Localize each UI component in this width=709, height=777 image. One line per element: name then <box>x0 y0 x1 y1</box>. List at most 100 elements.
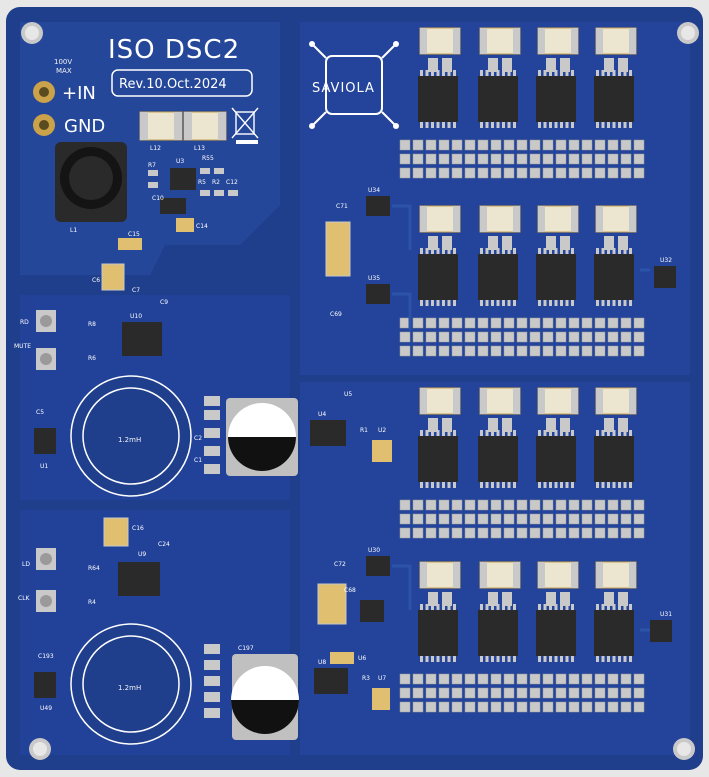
ic-u31 <box>650 620 672 642</box>
refdes-u31: U31 <box>660 611 672 618</box>
pin-in-label: +IN <box>62 83 96 104</box>
inductor-1-value: 1.2mH <box>118 436 141 444</box>
toroid-inductor-2 <box>70 623 192 745</box>
refdes-c15: C15 <box>128 231 140 238</box>
refdes-c10: C10 <box>152 195 164 202</box>
refdes-c9: C9 <box>160 299 168 306</box>
voltage-note-line2: MAX <box>56 67 72 75</box>
refdes-u4: U4 <box>318 411 326 418</box>
refdes-u7: U7 <box>378 675 386 682</box>
passives-cluster-a <box>148 168 238 196</box>
refdes-c7: C7 <box>132 287 140 294</box>
ic-u49 <box>34 672 56 698</box>
power-stage-channel <box>536 205 579 306</box>
power-stage-channel <box>478 27 521 128</box>
refdes-c5: C5 <box>36 409 44 416</box>
cap-c15 <box>118 238 142 250</box>
refdes-c197: C197 <box>238 645 254 652</box>
board-title: ISO DSC2 <box>108 35 240 65</box>
ic-u4 <box>310 420 346 446</box>
refdes-r6: R6 <box>88 355 96 362</box>
cap-c14 <box>176 218 194 232</box>
passives-cluster-b <box>204 396 220 474</box>
ic-u32 <box>654 266 676 288</box>
refdes-c71: C71 <box>336 203 348 210</box>
power-stage-channel <box>594 561 637 662</box>
power-stage-channel <box>536 27 579 128</box>
refdes-u34: U34 <box>368 187 380 194</box>
label-mute: MUTE <box>14 343 31 350</box>
refdes-c1: C1 <box>194 457 202 464</box>
power-stage-channel <box>536 387 579 488</box>
refdes-c16: C16 <box>132 525 144 532</box>
refdes-r4: R4 <box>88 599 96 606</box>
power-stage-channel <box>418 27 461 128</box>
toroid-inductor-1 <box>70 375 192 497</box>
inductor-l12 <box>139 111 183 141</box>
power-inductor-l1 <box>55 142 127 222</box>
connector-rd <box>36 310 56 332</box>
resistor-bank <box>399 317 645 357</box>
cap-c16 <box>103 517 129 547</box>
ic-u9 <box>118 562 160 596</box>
refdes-c24: C24 <box>158 541 170 548</box>
refdes-u8: U8 <box>318 659 326 666</box>
connector-ld <box>36 548 56 570</box>
label-rd: RD <box>20 319 29 326</box>
power-stage-channel <box>418 387 461 488</box>
passives-cluster-c <box>204 644 220 718</box>
refdes-r7: R7 <box>148 162 156 169</box>
cap-c29 <box>330 652 354 664</box>
power-stage-array <box>399 27 645 713</box>
logo-text: SAVIOLA <box>312 81 375 96</box>
refdes-c2: C2 <box>194 435 202 442</box>
refdes-u10: U10 <box>130 313 142 320</box>
refdes-l12: L12 <box>150 145 161 152</box>
voltage-note-line1: 100V <box>54 58 72 66</box>
refdes-u9: U9 <box>138 551 146 558</box>
power-stage-channel <box>536 561 579 662</box>
refdes-c193: C193 <box>38 653 54 660</box>
refdes-u35: U35 <box>368 275 380 282</box>
power-stage-channel <box>418 205 461 306</box>
power-stage-channel <box>594 27 637 128</box>
mounting-hole-bl <box>29 738 51 760</box>
refdes-u6: U6 <box>358 655 366 662</box>
cap-c6 <box>101 263 125 291</box>
refdes-c14: C14 <box>196 223 208 230</box>
regulator-u3 <box>170 168 196 190</box>
ic-u2 <box>372 440 392 462</box>
resistor-bank <box>399 673 645 713</box>
ic-u10 <box>122 322 162 356</box>
refdes-u49: U49 <box>40 705 52 712</box>
ic-u1 <box>34 428 56 454</box>
power-stage-channel <box>478 205 521 306</box>
resistor-bank <box>399 139 645 179</box>
mounting-hole-br <box>673 738 695 760</box>
connector-mute <box>36 348 56 370</box>
saviola-logo <box>309 41 399 129</box>
refdes-c68: C68 <box>344 587 356 594</box>
refdes-u5: U5 <box>344 391 352 398</box>
refdes-r1: R1 <box>360 427 368 434</box>
power-stage-channel <box>478 387 521 488</box>
power-stage-channel <box>478 561 521 662</box>
inductor-l13 <box>183 111 227 141</box>
refdes-u3: U3 <box>176 158 184 165</box>
refdes-r3: R3 <box>362 675 370 682</box>
resistor-bank <box>399 499 645 539</box>
cap-c73 <box>325 221 351 277</box>
board-revision: Rev.10.Oct.2024 <box>119 77 227 92</box>
power-stage-channel <box>594 205 637 306</box>
refdes-c12: C12 <box>226 179 238 186</box>
refdes-u30: U30 <box>368 547 380 554</box>
ic-u8 <box>314 668 348 694</box>
in-pad <box>33 81 55 103</box>
stage-traces <box>296 204 690 632</box>
power-stage-channel <box>594 387 637 488</box>
pin-gnd-label: GND <box>64 116 105 137</box>
mounting-hole-tr <box>677 22 699 44</box>
refdes-c72: C72 <box>334 561 346 568</box>
